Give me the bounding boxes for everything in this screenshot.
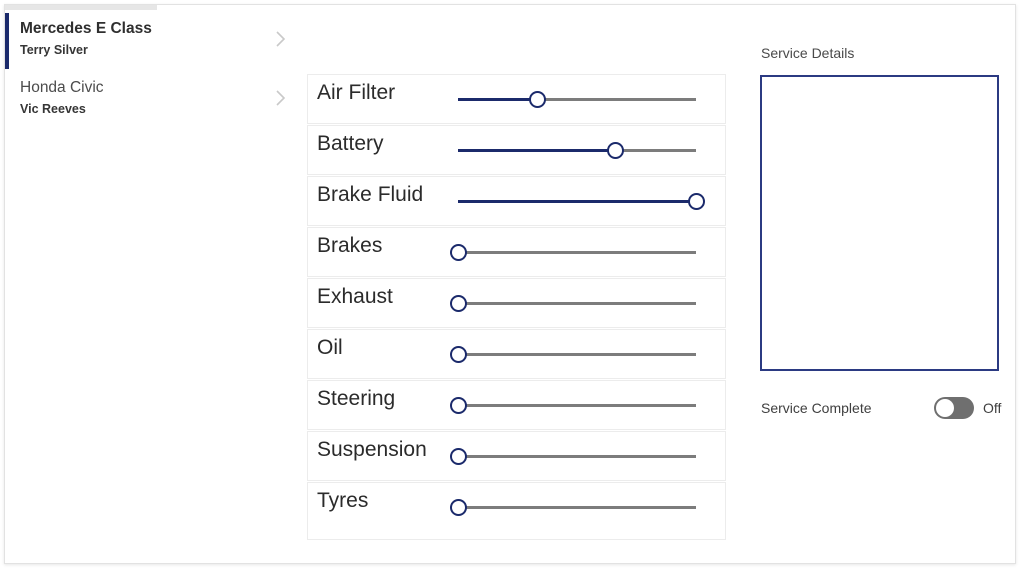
slider-thumb[interactable] [687,193,705,210]
checklist-row: Suspension [307,431,726,481]
selection-accent-bar [5,13,9,69]
checklist-item-slider[interactable] [449,495,700,521]
slider-thumb[interactable] [449,244,467,261]
slider-thumb[interactable] [528,91,546,108]
checklist-item-label: Exhaust [317,285,393,308]
selection-accent-bar [5,72,9,128]
checklist-item-label: Brakes [317,234,383,257]
checklist-item-label: Tyres [317,489,369,512]
checklist-item-label: Steering [317,387,396,410]
checklist-item-label: Air Filter [317,81,396,104]
service-details-textarea[interactable] [760,75,999,371]
toggle-knob [936,399,954,417]
slider-fill [458,98,537,101]
slider-thumb[interactable] [449,397,467,414]
chevron-right-icon[interactable] [274,28,288,50]
service-complete-row: Service Complete Off [761,397,1013,423]
app-window: Mercedes E Class Terry Silver Honda Civi… [4,4,1016,564]
toggle-state-label: Off [983,400,1002,416]
checklist-row: Battery [307,125,726,175]
service-details-panel: Service Details Service Complete Off [757,5,1015,563]
service-details-title: Service Details [761,45,855,61]
checklist-item-slider[interactable] [449,240,700,266]
checklist-item-slider[interactable] [449,291,700,317]
checklist-item-label: Suspension [317,438,427,461]
checklist-item-label: Brake Fluid [317,183,424,206]
checklist-item-slider[interactable] [449,342,700,368]
checklist-item-slider[interactable] [449,444,700,470]
slider-track[interactable] [458,98,696,101]
chevron-right-icon[interactable] [274,87,288,109]
vehicle-title: Mercedes E Class [20,20,152,37]
slider-track[interactable] [458,353,696,356]
top-strip [5,5,157,10]
checklist-item-slider[interactable] [458,189,705,215]
slider-thumb[interactable] [606,142,624,159]
checklist-item-label: Battery [317,132,384,155]
vehicle-sidebar: Mercedes E Class Terry Silver Honda Civi… [5,10,300,563]
vehicle-title: Honda Civic [20,79,104,96]
checklist-row: Steering [307,380,726,430]
slider-track[interactable] [458,404,696,407]
checklist-item-slider[interactable] [458,87,700,113]
slider-track[interactable] [458,506,696,509]
slider-thumb[interactable] [449,499,467,516]
service-complete-label: Service Complete [761,400,872,416]
service-complete-toggle[interactable] [934,397,974,419]
vehicle-owner: Vic Reeves [20,102,86,116]
slider-thumb[interactable] [449,346,467,363]
slider-thumb[interactable] [449,295,467,312]
checklist-row: Brakes [307,227,726,277]
checklist-row: Air Filter [307,74,726,124]
slider-fill [458,149,615,152]
checklist-item-slider[interactable] [458,138,700,164]
checklist-row: Exhaust [307,278,726,328]
slider-track[interactable] [458,455,696,458]
checklist-row: Tyres [307,482,726,540]
checklist-row: Brake Fluid [307,176,726,226]
checklist-item-label: Oil [317,336,343,359]
checklist-row: Oil [307,329,726,379]
slider-track[interactable] [458,251,696,254]
sidebar-item-vehicle-1[interactable]: Honda Civic Vic Reeves [5,72,300,128]
slider-track[interactable] [458,302,696,305]
vehicle-owner: Terry Silver [20,43,88,57]
checklist-item-slider[interactable] [449,393,700,419]
slider-thumb[interactable] [449,448,467,465]
slider-fill [458,200,696,203]
sidebar-item-vehicle-0[interactable]: Mercedes E Class Terry Silver [5,13,300,69]
